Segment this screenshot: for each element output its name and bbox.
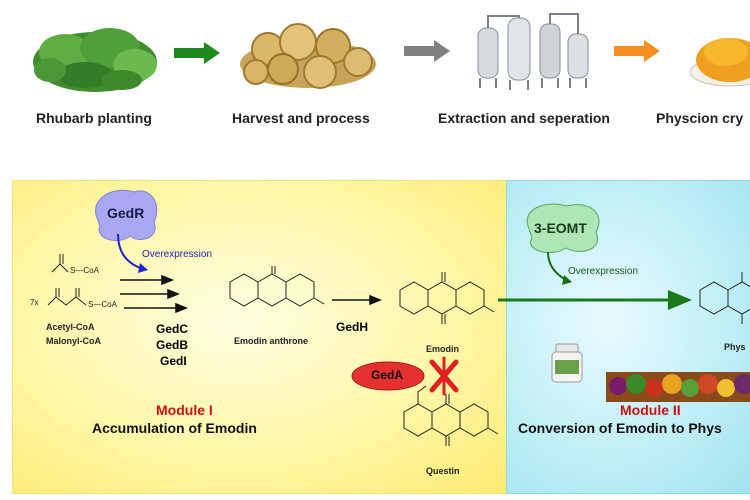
gray-process-arrow — [404, 40, 452, 67]
physcion-powder-image — [689, 22, 750, 90]
harvested-slices-image — [238, 14, 378, 90]
green-process-arrow — [174, 42, 222, 69]
malonyl-coa-scoa: S—CoA — [88, 300, 117, 309]
precursor-malonyl-coa: Malonyl-CoA — [46, 336, 101, 346]
enzyme-gedb: GedB — [156, 338, 189, 352]
overexpression-arrow-blue — [117, 233, 141, 269]
extraction-equipment-image — [468, 10, 598, 92]
supplement-bottle-image — [551, 343, 583, 383]
malonyl-multiplier: 7x — [30, 298, 39, 307]
emodin-anthrone-structure — [229, 266, 325, 307]
module1-subtitle: Accumulation of Emodin — [92, 420, 257, 436]
reaction-arrows-1 — [120, 274, 189, 314]
eomt-label: 3-EOMT — [534, 220, 587, 236]
geda-label: GedA — [371, 368, 404, 382]
step-label-harvest: Harvest and process — [232, 110, 370, 126]
rhubarb-plant-image — [30, 20, 160, 92]
enzyme-gedc: GedC — [156, 322, 189, 336]
questin-structure — [403, 385, 499, 446]
malonyl-coa-structure — [47, 288, 87, 306]
questin-label: Questin — [426, 466, 460, 476]
overexpression-label-1: Overexpression — [142, 249, 213, 260]
geda-oval — [351, 361, 425, 391]
step-label-physcion: Physcion cry — [656, 110, 744, 126]
gedh-arrow — [332, 294, 383, 306]
module2-title: Module II — [620, 402, 681, 418]
emodin-label: Emodin — [426, 344, 459, 354]
inhibition-x-mark — [429, 356, 459, 396]
module2-subtitle: Conversion of Emodin to Phys — [518, 420, 722, 436]
acetyl-coa-scoa: S—CoA — [70, 266, 99, 275]
enzyme-gedi: GedI — [160, 354, 187, 368]
step-label-planting: Rhubarb planting — [36, 110, 152, 126]
enzyme-gedh: GedH — [336, 320, 369, 334]
physcion-structure-partial — [699, 272, 750, 324]
overexpression-arrow-green — [547, 251, 567, 281]
step-label-extraction: Extraction and seperation — [438, 110, 610, 126]
physcion-partial-label: Phys — [724, 342, 746, 352]
conversion-arrow-green — [498, 290, 692, 310]
acetyl-coa-structure — [51, 254, 69, 273]
emodin-anthrone-label: Emodin anthrone — [234, 336, 308, 346]
module1-title: Module I — [156, 402, 213, 418]
orange-process-arrow — [614, 40, 662, 67]
gedr-label: GedR — [107, 205, 145, 221]
vegetables-image — [606, 372, 750, 402]
precursor-acetyl-coa: Acetyl-CoA — [46, 322, 95, 332]
emodin-structure — [399, 272, 495, 324]
overexpression-label-2: Overexpression — [568, 266, 639, 277]
gedr-protein-shape — [95, 189, 158, 241]
